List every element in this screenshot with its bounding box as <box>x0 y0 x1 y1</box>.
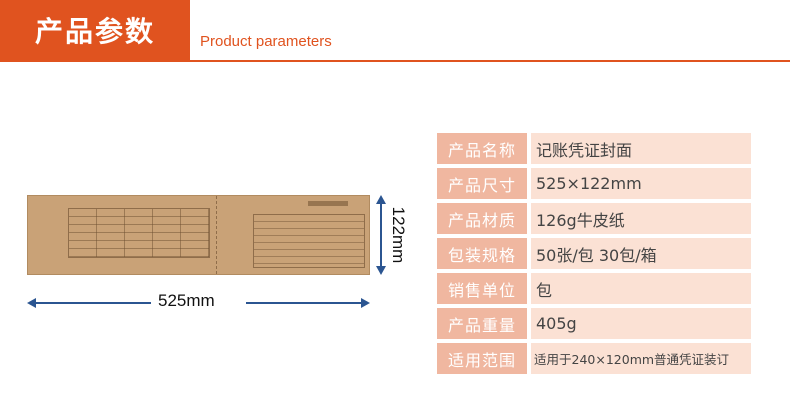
arrow-right-icon <box>361 298 370 308</box>
product-image <box>27 195 370 275</box>
spec-label: 产品名称 <box>437 133 527 164</box>
width-label: 525mm <box>158 291 215 310</box>
spec-label: 产品尺寸 <box>437 168 527 199</box>
arrow-down-icon <box>376 266 386 275</box>
section-subtitle: Product parameters <box>200 33 332 50</box>
spec-value: 适用于240×120mm普通凭证装订 <box>531 343 751 374</box>
spec-value: 126g牛皮纸 <box>531 203 751 234</box>
section-title: 产品参数 <box>0 0 190 60</box>
spec-row-usage: 适用范围 适用于240×120mm普通凭证装订 <box>437 343 751 374</box>
spec-value: 记账凭证封面 <box>531 133 751 164</box>
header-divider <box>0 60 790 62</box>
spec-value: 50张/包 30包/箱 <box>531 238 751 269</box>
spec-row-material: 产品材质 126g牛皮纸 <box>437 203 751 234</box>
spec-label: 产品材质 <box>437 203 527 234</box>
spec-row-packaging: 包装规格 50张/包 30包/箱 <box>437 238 751 269</box>
width-dimension <box>27 298 370 308</box>
spec-row-name: 产品名称 记账凭证封面 <box>437 133 751 164</box>
spec-value: 包 <box>531 273 751 304</box>
spec-label: 包装规格 <box>437 238 527 269</box>
spec-value: 405g <box>531 308 751 339</box>
cover-left-table <box>68 208 210 258</box>
fold-line <box>216 196 218 274</box>
spec-label: 销售单位 <box>437 273 527 304</box>
spec-table: 产品名称 记账凭证封面 产品尺寸 525×122mm 产品材质 126g牛皮纸 … <box>437 133 751 378</box>
height-dimension <box>376 195 386 275</box>
spec-row-weight: 产品重量 405g <box>437 308 751 339</box>
cover-title-mark <box>308 201 348 206</box>
spec-label: 产品重量 <box>437 308 527 339</box>
spec-row-unit: 销售单位 包 <box>437 273 751 304</box>
spec-value: 525×122mm <box>531 168 751 199</box>
spec-row-size: 产品尺寸 525×122mm <box>437 168 751 199</box>
height-label: 122mm <box>389 206 408 264</box>
cover-right-table <box>253 214 365 268</box>
arrow-up-icon <box>376 195 386 204</box>
spec-label: 适用范围 <box>437 343 527 374</box>
